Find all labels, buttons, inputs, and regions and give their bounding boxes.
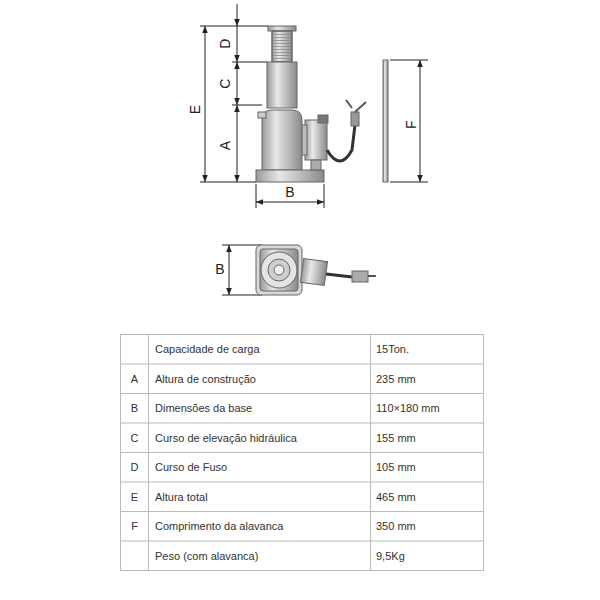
dimension-letter: B: [214, 262, 225, 277]
table-value: 110×180 mm: [376, 402, 440, 414]
table-key: B: [131, 402, 138, 414]
table-key: A: [131, 373, 138, 385]
spec-table-grid: [121, 335, 484, 571]
table-key: C: [131, 432, 139, 444]
dimension-letter: C: [218, 78, 233, 90]
dimension-letter: B: [284, 185, 295, 200]
table-value: 235 mm: [376, 373, 416, 385]
table-cell: Capacidade de carga: [155, 343, 260, 355]
table-value: 465 mm: [376, 491, 416, 503]
table-cell: Dimensões da base: [155, 402, 252, 414]
table-cell: Peso (com alavanca): [155, 550, 258, 562]
dimension-letter: E: [188, 104, 203, 115]
table-key: D: [131, 461, 139, 473]
dimension-letter: A: [218, 140, 233, 151]
dimension-lines: [200, 4, 428, 295]
table-cell: Comprimento da alavanca: [155, 520, 283, 532]
table-value: 9,5Kg: [376, 550, 405, 562]
table-cell: Altura total: [155, 491, 208, 503]
dimension-letter: F: [403, 120, 418, 131]
table-value: 350 mm: [376, 520, 416, 532]
dimension-letter: D: [218, 38, 233, 50]
table-key: E: [131, 491, 138, 503]
table-cell: Curso de elevação hidráulica: [155, 432, 297, 444]
table-key: F: [131, 520, 138, 532]
table-value: 155 mm: [376, 432, 416, 444]
front-view: [256, 26, 388, 182]
table-cell: Curso de Fuso: [155, 461, 227, 473]
top-view: [256, 245, 376, 295]
table-cell: Altura de construção: [155, 373, 256, 385]
table-value: 105 mm: [376, 461, 416, 473]
table-value: 15Ton.: [376, 343, 409, 355]
